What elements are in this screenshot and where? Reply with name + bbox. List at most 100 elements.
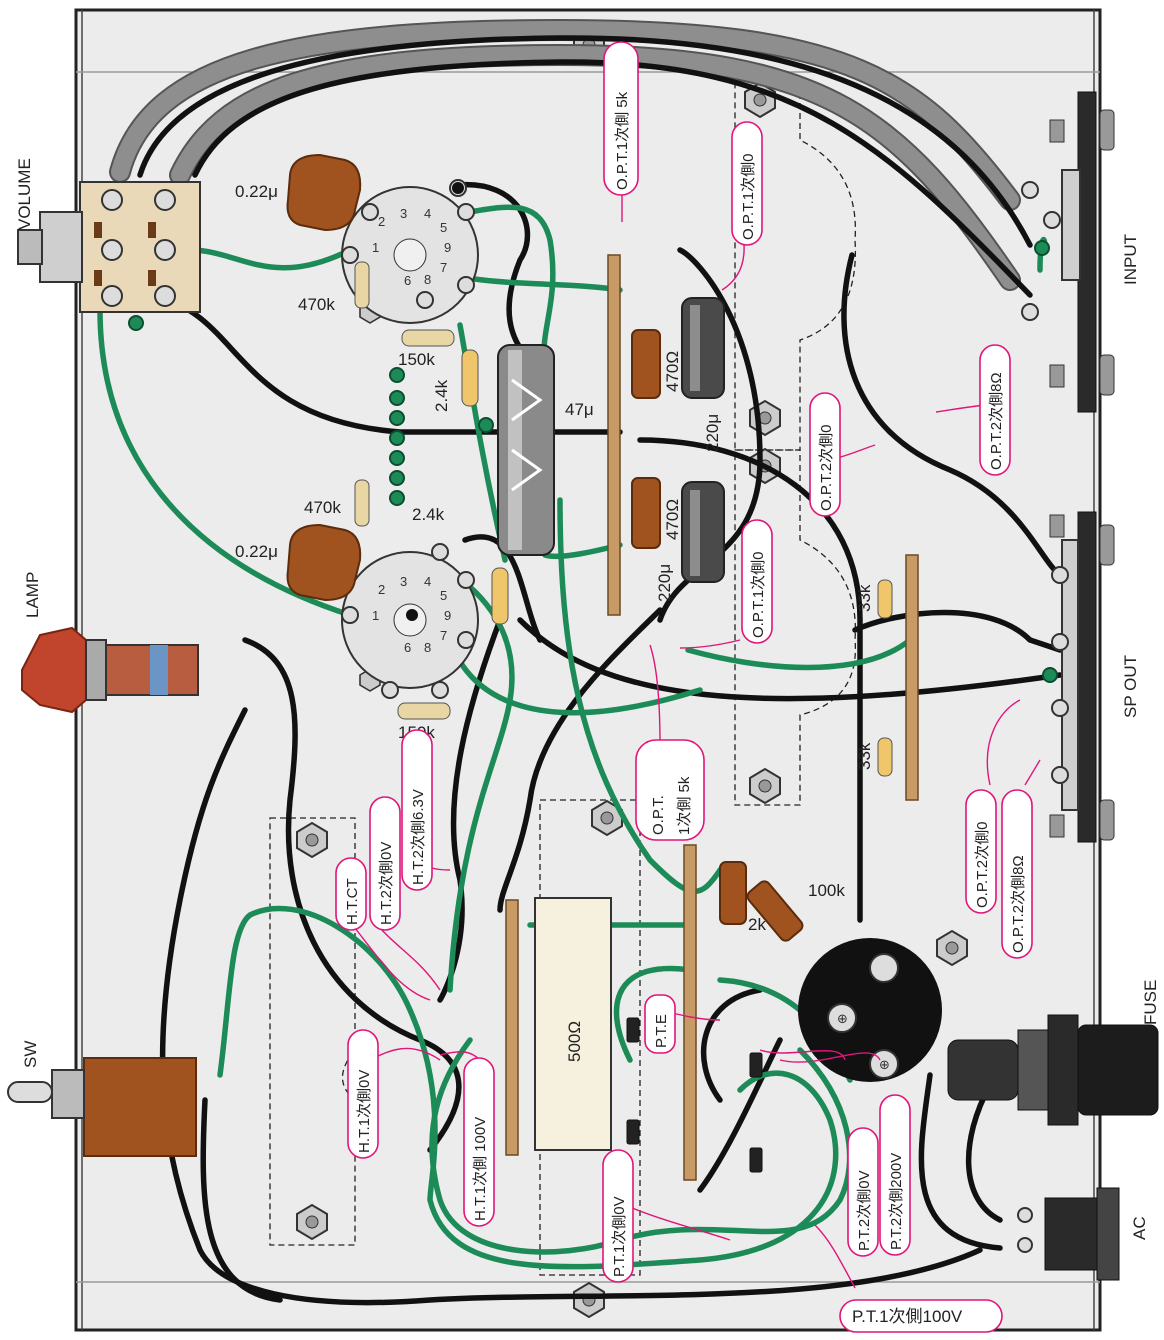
pin-label: 4	[424, 206, 431, 221]
svg-text:1次側 5k: 1次側 5k	[676, 776, 693, 835]
res-500-value: 500Ω	[565, 1021, 584, 1062]
tag-pt1-0: P.T.1次側0V	[602, 1149, 634, 1283]
tag-opt1-0-top: O.P.T.1次側0	[731, 121, 763, 246]
tag-leaders	[354, 195, 1041, 1289]
diodes	[626, 1017, 763, 1173]
svg-text:O.P.T.1次側 5k: O.P.T.1次側 5k	[614, 91, 631, 190]
film-capacitor-bottom	[286, 523, 362, 602]
cap-220-top-value: 220μ	[703, 414, 722, 452]
svg-text:H.T.CT: H.T.CT	[344, 878, 361, 925]
tag-opt2-8-bottom: O.P.T.2次側8Ω	[1001, 789, 1033, 959]
pin-label: 6	[404, 273, 411, 288]
film-capacitor-top	[286, 153, 362, 232]
lamp-label: LAMP	[23, 572, 42, 618]
svg-text:O.P.T.2次側0: O.P.T.2次側0	[818, 425, 835, 511]
pin-label: 3	[400, 206, 407, 221]
cap-220-bottom-value: 220μ	[655, 564, 674, 602]
svg-text:O.P.T.1次側0: O.P.T.1次側0	[740, 154, 757, 240]
sw-label: SW	[21, 1041, 40, 1068]
tag-ht1-100: H.T.1次側 100V	[463, 1057, 495, 1227]
tag-opt1-5k-top: O.P.T.1次側 5k	[603, 41, 639, 196]
tag-pt2-200: P.T.2次側200V	[879, 1094, 911, 1256]
svg-text:P.T.2次側0V: P.T.2次側0V	[856, 1170, 873, 1251]
pin-label: 6	[404, 640, 411, 655]
res-150k-top-value: 150k	[398, 350, 435, 369]
black-wires	[137, 35, 1063, 1306]
tube-socket-top	[341, 179, 479, 324]
cap-bottom-value: 0.22μ	[235, 542, 278, 561]
pin-label: 3	[400, 574, 407, 589]
res-470k-top-value: 470k	[298, 295, 335, 314]
tag-opt2-0-bottom: O.P.T.2次側0	[965, 789, 997, 914]
pilot-lamp	[21, 626, 199, 714]
input-jack	[1021, 91, 1115, 413]
tag-ht1-0: H.T.1次側0V	[347, 1029, 379, 1159]
pin-label: 7	[440, 628, 447, 643]
tag-ht-ct: H.T.CT	[335, 857, 367, 931]
cap-47-value: 47μ	[565, 400, 594, 419]
fuse-holder	[947, 1014, 1159, 1126]
pin-label: 8	[424, 640, 431, 655]
svg-text:O.P.T.1次側0: O.P.T.1次側0	[750, 552, 767, 638]
res-2k-value: 2k	[748, 915, 766, 934]
svg-text:P.T.1次側100V: P.T.1次側100V	[852, 1307, 963, 1326]
res-470-top-value: 470Ω	[663, 351, 682, 392]
res-2-4k-top-value: 2.4k	[432, 379, 451, 412]
ac-inlet	[1017, 1187, 1120, 1281]
pin-label: 1	[372, 240, 379, 255]
svg-text:P.T.E: P.T.E	[653, 1014, 670, 1048]
svg-text:H.T.2次側6.3V: H.T.2次側6.3V	[410, 789, 427, 885]
tag-pt2-0: P.T.2次側0V	[847, 1127, 879, 1257]
input-label: INPUT	[1121, 234, 1140, 285]
pin-label: 5	[440, 220, 447, 235]
shielded-cables	[109, 18, 1021, 291]
tag-strips	[505, 254, 919, 1181]
pin-numbers-bottom: 1 2 3 4 5 6 7 8 9	[372, 574, 451, 655]
pin-label: 4	[424, 574, 431, 589]
res-33k-bottom-value: 33k	[855, 742, 874, 770]
svg-text:⊕: ⊕	[837, 1011, 848, 1026]
pin-label: 2	[378, 582, 385, 597]
power-switch	[7, 1057, 197, 1157]
pin-label: 2	[378, 214, 385, 229]
tag-ht2-63: H.T.2次側6.3V	[401, 729, 433, 891]
electrolytic-capacitor-220-top	[681, 297, 725, 399]
fuse-label: FUSE	[1141, 980, 1160, 1025]
wirewound-resistor-500	[534, 897, 612, 1151]
svg-text:O.P.T.: O.P.T.	[650, 795, 667, 835]
svg-text:H.T.1次側 100V: H.T.1次側 100V	[472, 1117, 489, 1221]
tag-opt2-8-top: O.P.T.2次側8Ω	[979, 344, 1011, 476]
res-470-bottom-value: 470Ω	[663, 499, 682, 540]
cap-top-value: 0.22μ	[235, 182, 278, 201]
sp-out-terminal	[1042, 511, 1115, 843]
pin-label: 1	[372, 608, 379, 623]
volume-label: VOLUME	[15, 158, 34, 230]
svg-text:O.P.T.2次側0: O.P.T.2次側0	[974, 822, 991, 908]
tag-ht2-0: H.T.2次側0V	[369, 796, 401, 931]
res-2-4k-bottom-value: 2.4k	[412, 505, 445, 524]
volume-pot	[17, 181, 201, 313]
sp-out-label: SP OUT	[1121, 655, 1140, 718]
electrolytic-capacitor-220-bottom	[681, 481, 725, 583]
svg-text:⊕: ⊕	[879, 1057, 890, 1072]
res-470k-bottom-value: 470k	[304, 498, 341, 517]
electrolytic-capacitor-47	[497, 344, 555, 556]
res-33k-top-value: 33k	[855, 584, 874, 612]
ground-bus	[128, 315, 494, 506]
tag-opt1-0-mid: O.P.T.1次側0	[741, 519, 773, 644]
pin-numbers-top: 1 2 3 4 5 6 7 8 9	[372, 206, 451, 288]
svg-text:P.T.2次側200V: P.T.2次側200V	[888, 1153, 905, 1250]
svg-text:O.P.T.2次側8Ω: O.P.T.2次側8Ω	[988, 372, 1005, 470]
pin-label: 5	[440, 588, 447, 603]
block-capacitor: ⊕ ⊕	[798, 938, 942, 1082]
tag-pte: P.T.E	[644, 994, 676, 1054]
tag-opt1-5k-mid: O.P.T. 1次側 5k	[635, 739, 705, 841]
svg-text:H.T.1次側0V: H.T.1次側0V	[356, 1070, 373, 1153]
svg-text:O.P.T.2次側8Ω: O.P.T.2次側8Ω	[1010, 855, 1027, 953]
resistors	[354, 261, 893, 942]
svg-text:P.T.1次側0V: P.T.1次側0V	[611, 1196, 628, 1277]
tag-pt1-100: P.T.1次側100V	[839, 1299, 1003, 1333]
tag-opt2-0-top: O.P.T.2次側0	[809, 392, 841, 517]
res-100k-value: 100k	[808, 881, 845, 900]
